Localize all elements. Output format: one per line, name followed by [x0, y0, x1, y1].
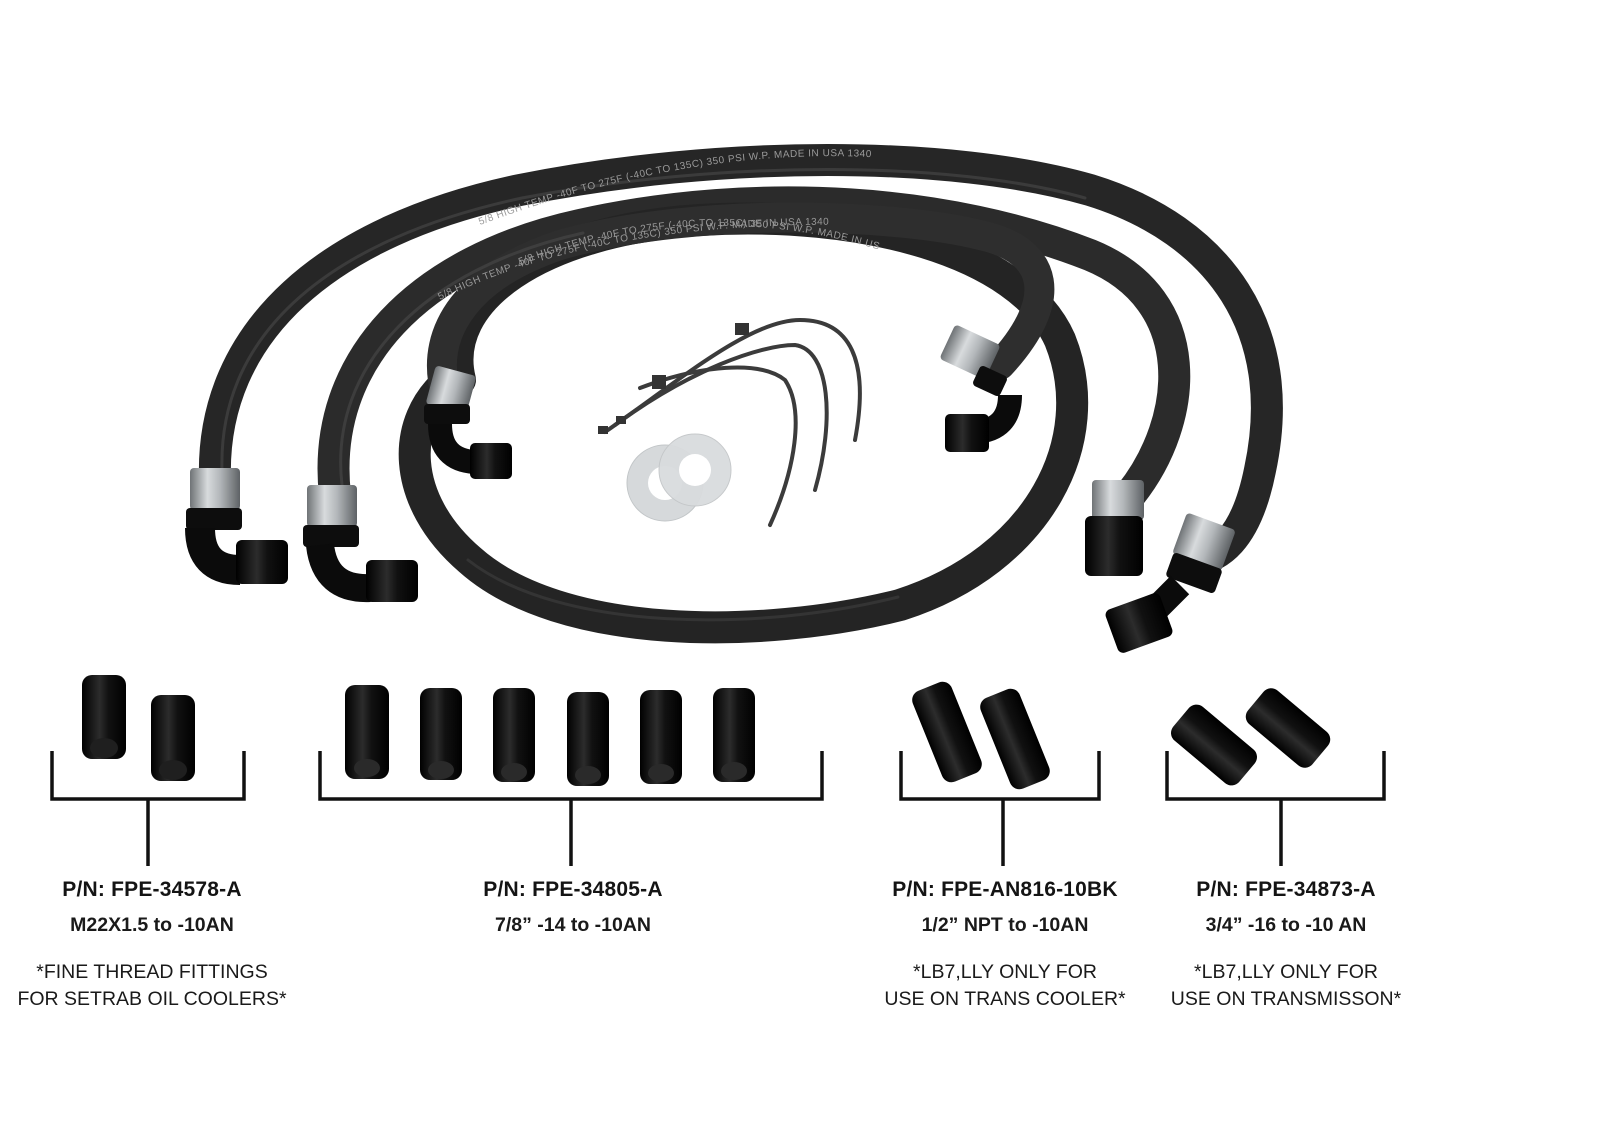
hose-end-straight — [1085, 480, 1144, 576]
group-label-1: P/N: FPE-34578-A M22X1.5 to -10AN *FINE … — [17, 877, 286, 1013]
thread-spec: 7/8” -14 to -10AN — [494, 914, 652, 936]
hose-end-90deg-2 — [303, 485, 418, 603]
part-number: P/N: FPE-34578-A — [62, 878, 242, 901]
fitting-group-4 — [1171, 688, 1331, 786]
usage-note: *LB7,LLY ONLY FOR USE ON TRANSMISSON* — [1170, 961, 1402, 1010]
thread-spec: 3/4” -16 to -10 AN — [1205, 914, 1367, 936]
thread-spec: M22X1.5 to -10AN — [70, 914, 234, 936]
part-number: P/N: FPE-34805-A — [483, 878, 663, 901]
hose-end-90deg-3 — [424, 366, 512, 479]
hose-1 — [198, 144, 1283, 576]
part-number: P/N: FPE-34873-A — [1196, 878, 1376, 901]
bracket-4 — [1165, 751, 1386, 866]
usage-note: *FINE THREAD FITTINGS FOR SETRAB OIL COO… — [17, 961, 287, 1010]
fitting-group-2 — [345, 685, 755, 786]
accessories — [598, 317, 862, 527]
hose-end-fittings — [185, 325, 1235, 653]
adapter-fittings — [82, 675, 1331, 790]
fitting-group-1 — [82, 675, 195, 781]
group-brackets — [50, 751, 1386, 866]
hose-assemblies — [198, 144, 1283, 644]
group-label-2: P/N: FPE-34805-A 7/8” -14 to -10AN — [483, 877, 662, 937]
bracket-3 — [899, 751, 1101, 866]
hose-4 — [426, 202, 1055, 405]
crush-washers — [626, 433, 732, 522]
bracket-2 — [318, 751, 824, 866]
usage-note: *LB7,LLY ONLY FOR USE ON TRANS COOLER* — [884, 961, 1126, 1010]
hose-end-90deg-1 — [185, 468, 288, 585]
part-number: P/N: FPE-AN816-10BK — [892, 878, 1118, 901]
zip-ties — [598, 317, 862, 527]
hose-end-90deg-4 — [940, 325, 1022, 452]
group-label-4: P/N: FPE-34873-A 3/4” -16 to -10 AN *LB7… — [1171, 877, 1401, 1013]
hose-end-45deg — [1105, 513, 1235, 653]
fitting-group-3 — [912, 681, 1050, 790]
bracket-1 — [50, 751, 246, 866]
group-label-3: P/N: FPE-AN816-10BK 1/2” NPT to -10AN *L… — [884, 877, 1125, 1013]
thread-spec: 1/2” NPT to -10AN — [921, 914, 1089, 936]
